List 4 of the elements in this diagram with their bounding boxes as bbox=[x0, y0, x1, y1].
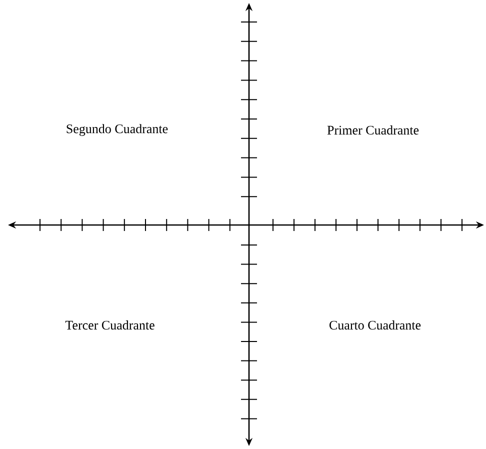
quadrant-label: Segundo Cuadrante bbox=[66, 124, 168, 136]
quadrant-label: Primer Cuadrante bbox=[327, 125, 419, 135]
quadrant-label: Tercer Cuadrante bbox=[65, 320, 154, 330]
quadrant-label: Cuarto Cuadrante bbox=[330, 320, 421, 330]
